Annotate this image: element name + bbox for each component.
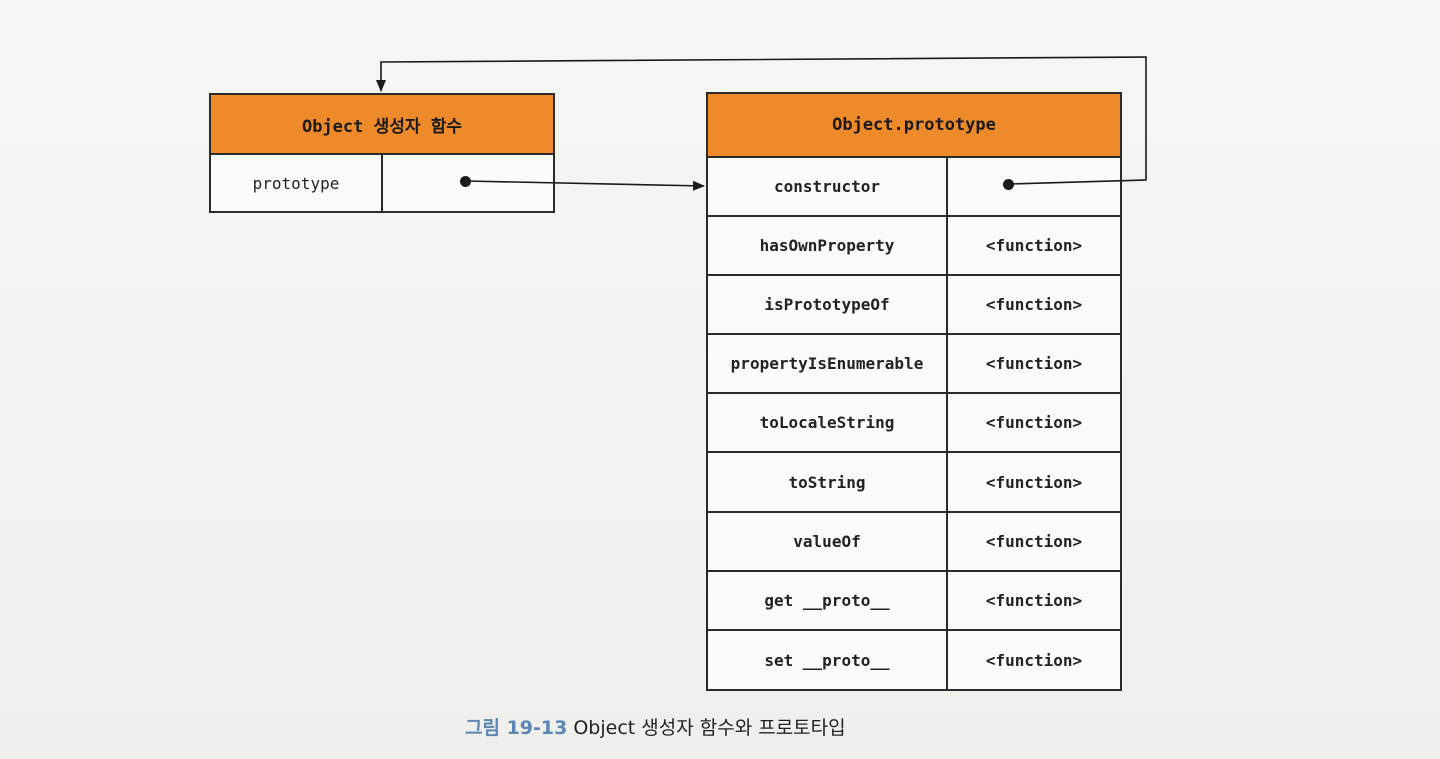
isprototypeof-value: <function> <box>985 295 1083 315</box>
table-row: get __proto__ <function> <box>708 571 1120 631</box>
get-proto-key: get __proto__ <box>708 571 948 629</box>
figure-label: 그림 19-13 <box>465 717 568 739</box>
constructor-pointer-dot <box>1003 179 1014 190</box>
hasownproperty-key: hasOwnProperty <box>708 217 948 275</box>
isprototypeof-key: isPrototypeOf <box>708 276 948 334</box>
set-proto-value: <function> <box>985 650 1083 670</box>
valueof-value: <function> <box>985 531 1083 551</box>
hasownproperty-value: <function> <box>985 236 1083 256</box>
table-row: isPrototypeOf <function> <box>708 276 1120 336</box>
table-row: prototype <box>211 155 553 211</box>
table-row: toString <function> <box>708 453 1120 513</box>
prototype-pointer-dot <box>460 176 471 187</box>
figure-caption-text: Object 생성자 함수와 프로토타입 <box>573 717 846 739</box>
object-prototype-box: Object.prototype constructor hasOwnPrope… <box>706 92 1122 691</box>
table-row: valueOf <function> <box>708 512 1120 572</box>
get-proto-value: <function> <box>985 590 1083 610</box>
constructor-key: constructor <box>708 158 948 216</box>
tostring-key: toString <box>708 453 948 511</box>
object-prototype-title: Object.prototype <box>708 94 1120 158</box>
valueof-key: valueOf <box>708 512 948 570</box>
object-constructor-title: Object 생성자 함수 <box>211 95 553 155</box>
tolocalestring-key: toLocaleString <box>708 394 948 452</box>
tostring-value: <function> <box>985 472 1083 492</box>
propertyisenumerable-value: <function> <box>985 354 1083 374</box>
constructor-value <box>948 158 1120 215</box>
object-constructor-box: Object 생성자 함수 prototype <box>209 93 555 213</box>
tolocalestring-value: <function> <box>985 413 1083 433</box>
table-row: toLocaleString <function> <box>708 394 1120 454</box>
prototype-key: prototype <box>211 155 383 211</box>
propertyisenumerable-key: propertyIsEnumerable <box>708 335 948 393</box>
table-row: hasOwnProperty <function> <box>708 217 1120 277</box>
table-row: constructor <box>708 158 1120 218</box>
table-row: set __proto__ <function> <box>708 630 1120 690</box>
table-row: propertyIsEnumerable <function> <box>708 335 1120 395</box>
set-proto-key: set __proto__ <box>708 630 948 690</box>
